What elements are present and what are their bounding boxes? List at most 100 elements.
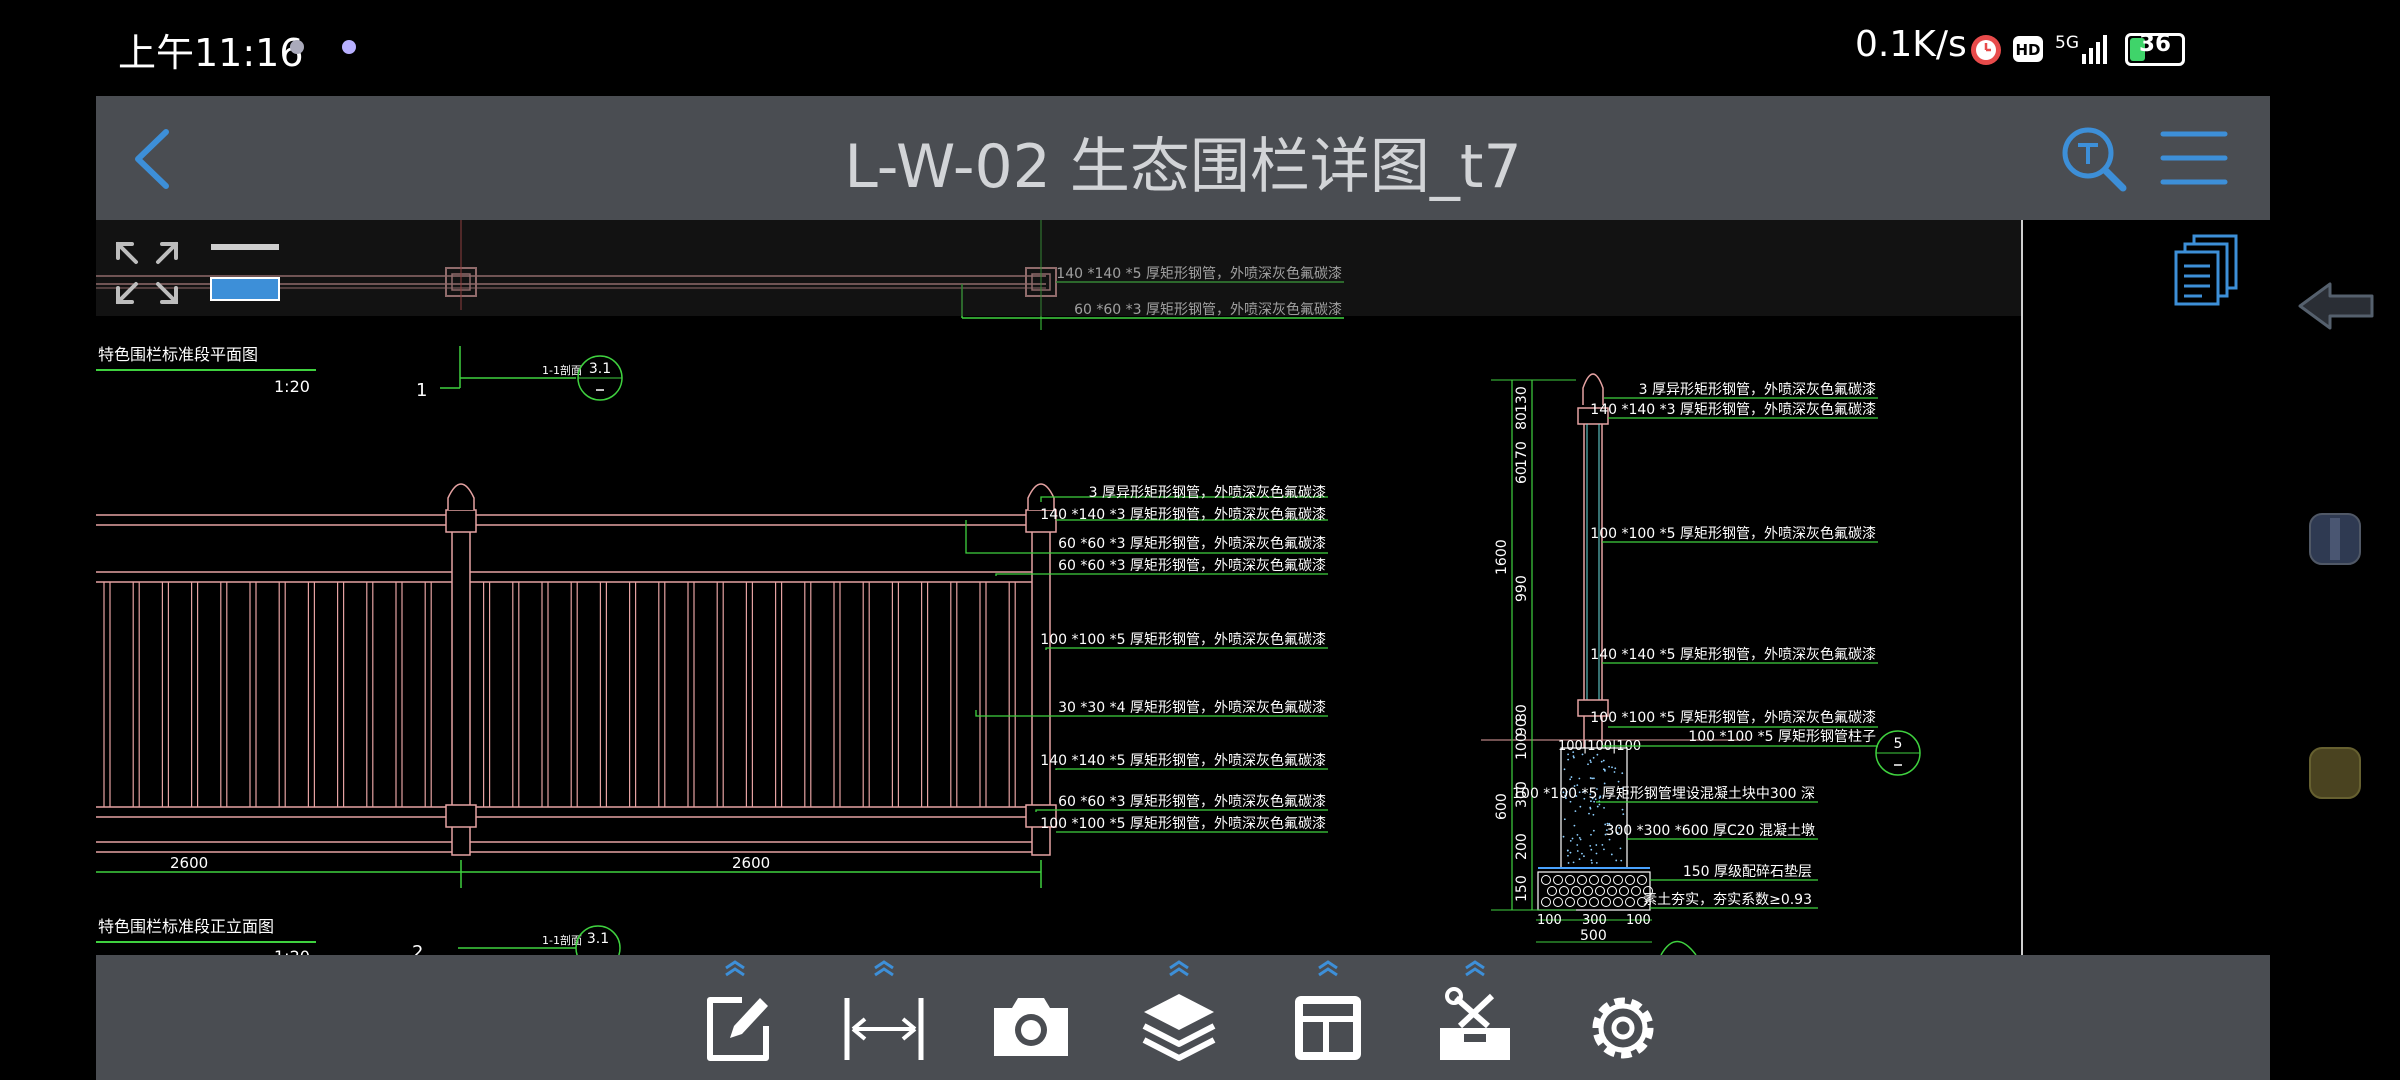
- sec-callout: 300 *300 *600 厚C20 混凝土墩: [1605, 823, 1815, 839]
- back-button[interactable]: [126, 124, 186, 194]
- svg-text:HD: HD: [2015, 41, 2040, 59]
- sec-vdim: 80: [1514, 412, 1530, 430]
- elev-callout: 100 *100 *5 厚矩形钢管，外喷深灰色氟碳漆: [1040, 631, 1326, 648]
- elev-callout: 100 *100 *5 厚矩形钢管，外喷深灰色氟碳漆: [1040, 815, 1326, 832]
- fit-view-icon: [116, 242, 178, 304]
- sec-callout: 140 *140 *3 厚矩形钢管，外喷深灰色氟碳漆: [1590, 401, 1876, 418]
- ref1-label: 1-1剖面: [542, 363, 582, 377]
- notification-icon: [290, 40, 304, 54]
- sec-vdim: 200: [1514, 833, 1530, 860]
- text-search-button[interactable]: [2059, 124, 2129, 194]
- plan-callout-2: 60 *60 *3 厚矩形钢管，外喷深灰色氟碳漆: [1074, 301, 1342, 318]
- hd-icon: HD: [2013, 36, 2043, 62]
- line-weight-toggle[interactable]: [208, 236, 282, 304]
- sec-vdim: 1600: [1494, 539, 1510, 575]
- sec-vdim: 600: [1494, 793, 1510, 820]
- sec-callout: 素土夯实，夯实系数≥0.93: [1643, 892, 1812, 908]
- sec-hdim-top: 100|100|100: [1558, 739, 1641, 754]
- ref1-num: 3.1: [589, 361, 611, 377]
- elevation-scale: 1:20: [274, 947, 310, 955]
- sec-callout: 100 *100 *5 厚矩形钢管，外喷深灰色氟碳漆: [1590, 709, 1876, 726]
- plan-view: 140 *140 *5 厚矩形钢管，外喷深灰色氟碳漆 60 *60 *3 厚矩形…: [96, 220, 1344, 401]
- sec-callout: 3 厚异形矩形钢管，外喷深灰色氟碳漆: [1639, 381, 1876, 398]
- status-time: 上午11:16: [118, 31, 304, 75]
- ref5-num: 5: [1894, 736, 1903, 752]
- ref2-num: 3.1: [587, 931, 609, 947]
- section-vertical-dims: 1600 990 600 300 200 150 130 80 170 60 8…: [1494, 386, 1530, 902]
- camera-button[interactable]: [986, 960, 1076, 1070]
- elev-callout: 3 厚异形矩形钢管，外喷深灰色氟碳漆: [1089, 484, 1326, 501]
- sec-hdim-a: 100: [1537, 913, 1562, 928]
- alarm-icon: [1971, 35, 2001, 65]
- sec-vdim: 990: [1514, 575, 1530, 602]
- measure-button[interactable]: [839, 960, 929, 1070]
- menu-button[interactable]: [2159, 128, 2229, 188]
- camera-icon: [994, 998, 1068, 1056]
- svg-text:5G: 5G: [2055, 33, 2079, 53]
- sec-callout: 100 *100 *5 厚矩形钢管，外喷深灰色氟碳漆: [1590, 525, 1876, 542]
- text-search-icon: [2062, 127, 2127, 192]
- sec-vdim: 300: [1514, 781, 1530, 808]
- elev-callout: 60 *60 *3 厚矩形钢管，外喷深灰色氟碳漆: [1058, 535, 1326, 552]
- plan-scale: 1:20: [274, 377, 310, 396]
- settings-icon: [1592, 997, 1654, 1059]
- sec-vdim: 150: [1514, 875, 1530, 902]
- elevation-view: 3 厚异形矩形钢管，外喷深灰色氟碳漆 140 *140 *3 厚矩形钢管，外喷深…: [96, 483, 1328, 955]
- sec-callout: 150 厚级配碎石垫层: [1683, 864, 1812, 880]
- section-callouts: 3 厚异形矩形钢管，外喷深灰色氟碳漆 140 *140 *3 厚矩形钢管，外喷深…: [1512, 381, 1876, 908]
- section-callout-leaders: [1596, 397, 1878, 909]
- signal-icon: [2082, 35, 2107, 64]
- plan-callout-1: 140 *140 *5 厚矩形钢管，外喷深灰色氟碳漆: [1056, 265, 1342, 282]
- collapse-arrow-button[interactable]: [2298, 282, 2374, 330]
- sec-vdim: 90: [1514, 718, 1530, 736]
- sec-vdim: 60: [1514, 466, 1530, 484]
- sec-callout: 100 *100 *5 厚矩形钢管柱子: [1688, 729, 1876, 745]
- battery-icon: [2125, 33, 2185, 66]
- dim-right: 2600: [732, 854, 770, 872]
- elev-callout: 60 *60 *3 厚矩形钢管，外喷深灰色氟碳漆: [1058, 557, 1326, 574]
- fit-view-button[interactable]: [112, 238, 182, 308]
- sec-callout: 140 *140 *5 厚矩形钢管，外喷深灰色氟碳漆: [1590, 646, 1876, 663]
- document-title: L-W-02 生态围栏详图_t7: [844, 132, 1522, 202]
- layers-icon: [1142, 960, 1216, 1061]
- notification-icon: [342, 40, 356, 54]
- layers-button[interactable]: [1134, 960, 1224, 1070]
- plan-title: 特色围栏标准段平面图: [98, 345, 258, 364]
- side-floating-buttons: [2298, 282, 2374, 799]
- hamburger-menu-icon: [2160, 131, 2228, 185]
- sec-vdim: 80: [1514, 704, 1530, 722]
- layout-button[interactable]: [1283, 960, 1373, 1070]
- dim-left: 2600: [170, 854, 208, 872]
- elev-callout: 60 *60 *3 厚矩形钢管，外喷深灰色氟碳漆: [1058, 793, 1326, 810]
- concrete-hatch: [1562, 751, 1625, 864]
- gravel-hatch: [1541, 875, 1653, 907]
- plan-number: 1: [416, 380, 427, 401]
- cad-drawing-canvas[interactable]: 140 *140 *5 厚矩形钢管，外喷深灰色氟碳漆 60 *60 *3 厚矩形…: [96, 220, 2021, 955]
- floating-button[interactable]: [2309, 747, 2361, 799]
- annotate-button[interactable]: [690, 960, 780, 1070]
- toolbox-button[interactable]: [1430, 960, 1520, 1070]
- elevation-callout-leaders: [965, 496, 1328, 833]
- settings-button[interactable]: [1578, 960, 1668, 1070]
- sec-hdim-total: 500: [1580, 928, 1607, 944]
- elev-callout: 140 *140 *3 厚矩形钢管，外喷深灰色氟碳漆: [1040, 506, 1326, 523]
- status-icons: HD 5G: [1971, 33, 2107, 65]
- layout-list-button[interactable]: [2172, 232, 2242, 306]
- floating-button[interactable]: [2309, 513, 2361, 565]
- layout-icon: [1295, 960, 1361, 1060]
- layout-list-icon: [2174, 234, 2238, 306]
- elevation-callouts: 3 厚异形矩形钢管，外喷深灰色氟碳漆 140 *140 *3 厚矩形钢管，外喷深…: [1040, 484, 1326, 832]
- elev-callout: 140 *140 *5 厚矩形钢管，外喷深灰色氟碳漆: [1040, 752, 1326, 769]
- section-view: 1600 990 600 300 200 150 130 80 170 60 8…: [1481, 373, 1921, 955]
- toolbox-icon: [1440, 960, 1510, 1060]
- elevation-number: 2: [412, 942, 423, 955]
- ref2-label: 1-1剖面: [542, 933, 582, 947]
- net-speed: 0.1K/s: [1855, 24, 1967, 65]
- line-weight-icon: [210, 244, 280, 301]
- network-icon: 5G: [2055, 33, 2079, 53]
- annotate-icon: [707, 960, 769, 1061]
- elev-callout: 30 *30 *4 厚矩形钢管，外喷深灰色氟碳漆: [1058, 699, 1326, 716]
- bottom-toolbar: [96, 955, 2270, 1080]
- measure-icon: [844, 960, 924, 1060]
- pickets: [103, 582, 1016, 807]
